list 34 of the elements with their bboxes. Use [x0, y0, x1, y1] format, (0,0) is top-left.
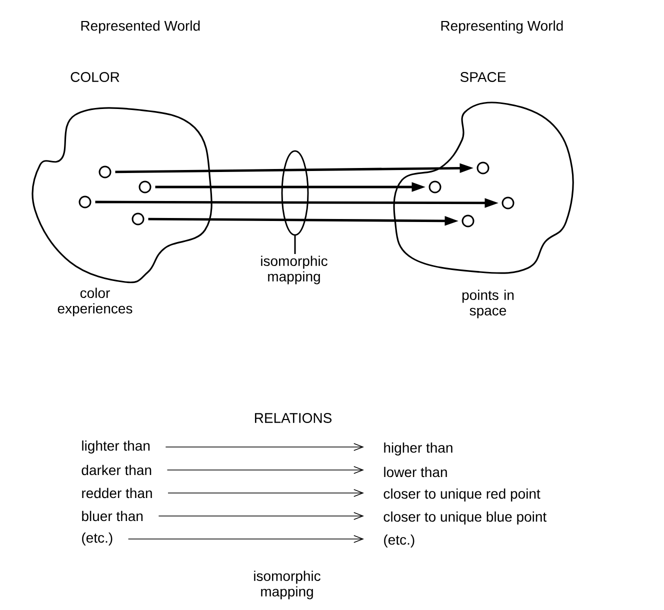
- arrow: [166, 466, 364, 474]
- region-caption: points in space: [462, 290, 514, 318]
- relation-label: lighter than: [82, 440, 150, 454]
- relation-label: lower than: [384, 466, 447, 478]
- section-heading: RELATIONS: [255, 413, 332, 423]
- relation-label: closer to unique red point: [384, 488, 540, 502]
- point-circle: [502, 196, 514, 210]
- world-heading: Representing World: [441, 20, 563, 34]
- point-circle: [462, 214, 474, 228]
- point-circle: [476, 162, 490, 174]
- relation-label: bluer than: [82, 510, 143, 522]
- arrow: [168, 489, 364, 497]
- point-circle: [138, 180, 152, 194]
- arrow: [165, 443, 364, 451]
- region-heading: COLOR: [70, 72, 120, 82]
- relation-label: closer to unique blue point: [384, 511, 546, 525]
- relation-label: (etc.): [82, 532, 112, 546]
- region-blob: [32, 107, 212, 284]
- relation-label: redder than: [82, 488, 152, 498]
- mapping-label: isomorphic mapping: [254, 570, 320, 600]
- region-caption: color experiences: [58, 288, 132, 316]
- relation-label: darker than: [82, 464, 152, 476]
- region-blob: [393, 102, 574, 274]
- point-circle: [132, 212, 144, 226]
- relation-label: higher than: [384, 442, 452, 456]
- arrow: [158, 512, 364, 520]
- arrow: [128, 535, 364, 543]
- region-heading: SPACE: [460, 72, 506, 82]
- world-heading: Represented World: [81, 20, 200, 34]
- point-circle: [78, 196, 92, 208]
- relation-label: (etc.): [384, 534, 414, 548]
- point-circle: [428, 180, 442, 194]
- point-circle: [98, 166, 112, 178]
- mapping-label: isomorphic mapping: [261, 256, 328, 284]
